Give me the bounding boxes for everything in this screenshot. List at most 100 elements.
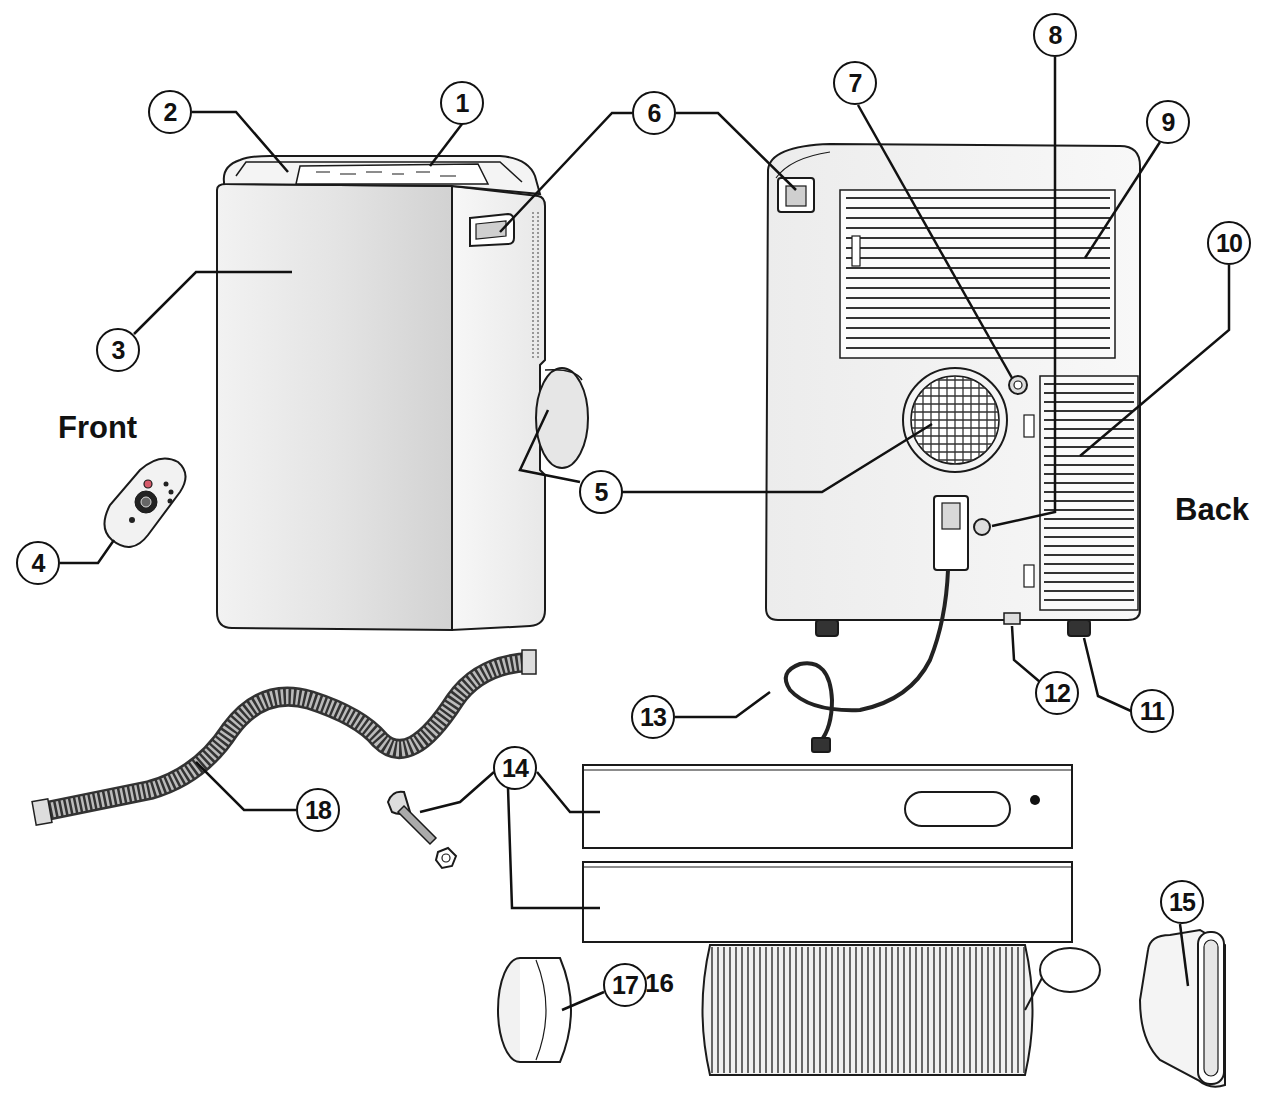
hose-rib <box>747 947 749 1073</box>
callout-number: 13 <box>640 705 666 730</box>
grid-bar <box>994 402 995 439</box>
grille-slat <box>846 327 1110 329</box>
unit-back-face <box>766 144 1140 620</box>
remote-button <box>168 499 173 504</box>
callout-number: 17 <box>612 973 638 998</box>
hose-rib <box>711 947 713 1073</box>
callout-number: 3 <box>112 338 125 363</box>
grille-slat <box>1044 437 1134 439</box>
grille-slat <box>846 267 1110 269</box>
cord-holder <box>934 496 968 570</box>
grille-slat <box>1044 482 1134 484</box>
grille-slat <box>1044 590 1134 592</box>
exhaust-hose-ribs <box>712 947 1024 1073</box>
leader-line <box>520 410 580 482</box>
grid-bar <box>911 419 999 420</box>
grille-slat <box>1044 536 1134 538</box>
unit-front-face <box>217 184 452 630</box>
grille-slat <box>846 277 1110 279</box>
callout-number: 10 <box>1216 231 1242 256</box>
grille-slat <box>1044 473 1134 475</box>
drain-outlet-middle <box>974 519 990 535</box>
hose-rib <box>903 947 905 1073</box>
hose-rib <box>999 947 1001 1073</box>
hose-rib <box>765 947 767 1073</box>
callout-circle: 17 <box>603 963 647 1007</box>
caster-wheel <box>1068 620 1090 636</box>
hose-ribs <box>42 662 530 812</box>
exhaust-hose-set <box>498 930 1225 1087</box>
grid-bar <box>914 435 996 436</box>
callout-circle: 2 <box>148 90 192 134</box>
grille-slat <box>846 287 1110 289</box>
hose-rib <box>1005 947 1007 1073</box>
hose-rib <box>813 947 815 1073</box>
callout-number: 16 <box>645 970 674 996</box>
grille-clip <box>1024 415 1034 437</box>
panel-slot <box>905 792 1010 826</box>
hose-rib <box>825 947 827 1073</box>
remote-button <box>129 517 135 523</box>
hose-rib <box>837 947 839 1073</box>
callout-number: 18 <box>305 798 331 823</box>
hose-rib <box>897 947 899 1073</box>
drain-hose <box>32 650 536 825</box>
adapter-rim <box>536 960 546 1060</box>
hose-end <box>32 799 52 825</box>
panel-buttons <box>316 172 456 176</box>
callout-number: 1 <box>456 91 469 116</box>
window-kit <box>388 765 1072 942</box>
panel-hole <box>1030 795 1040 805</box>
hose-rib <box>891 947 893 1073</box>
callout-number: 7 <box>849 71 862 96</box>
leader-line <box>196 762 296 810</box>
callout-circle: 3 <box>96 328 140 372</box>
leader-line <box>60 540 114 563</box>
leader-line <box>675 692 770 717</box>
callout-circle: 12 <box>1035 671 1079 715</box>
leader-line <box>420 772 494 812</box>
back-unit <box>766 144 1140 752</box>
window-panel <box>583 862 1072 942</box>
unit-side <box>452 186 545 630</box>
callout-circle: 9 <box>1146 100 1190 144</box>
caster-wheel <box>816 620 838 636</box>
upper-grille-slats <box>846 198 1110 348</box>
hose-rib <box>759 947 761 1073</box>
remote-control <box>104 458 185 546</box>
hose-rib <box>879 947 881 1073</box>
side-handle <box>470 214 514 246</box>
exhaust-outlet <box>903 368 1007 472</box>
grid-bar <box>978 383 979 457</box>
hose-rib <box>969 947 971 1073</box>
remote-dial-center <box>141 497 151 507</box>
grille-slat <box>1044 599 1134 601</box>
grille-slat <box>1044 563 1134 565</box>
callout-number: 9 <box>1162 110 1175 135</box>
remote-dial <box>135 491 157 513</box>
hose-end <box>522 650 536 674</box>
hose-rib <box>729 947 731 1073</box>
panel-edge <box>583 866 1072 867</box>
leader-line <box>622 424 932 492</box>
hose-outline <box>42 662 530 812</box>
hose-rib <box>819 947 821 1073</box>
grille-slat <box>846 217 1110 219</box>
grille-slat <box>846 227 1110 229</box>
upper-grille <box>840 190 1115 358</box>
hose-rib <box>921 947 923 1073</box>
callout-circle: 13 <box>631 695 675 739</box>
hose-rib <box>963 947 965 1073</box>
callout-number: 14 <box>502 756 528 781</box>
grille-slat <box>1044 392 1134 394</box>
grille-slat <box>846 257 1110 259</box>
cord-holder-slot <box>942 503 960 529</box>
bottom-drain <box>1004 613 1020 624</box>
drain-outlet-upper <box>1009 376 1027 394</box>
grid-bar <box>970 379 971 461</box>
hose-rib <box>945 947 947 1073</box>
grille-slat <box>846 197 1110 199</box>
callout-number: 2 <box>164 100 177 125</box>
remote-led <box>144 480 152 488</box>
leader-line <box>134 272 292 334</box>
